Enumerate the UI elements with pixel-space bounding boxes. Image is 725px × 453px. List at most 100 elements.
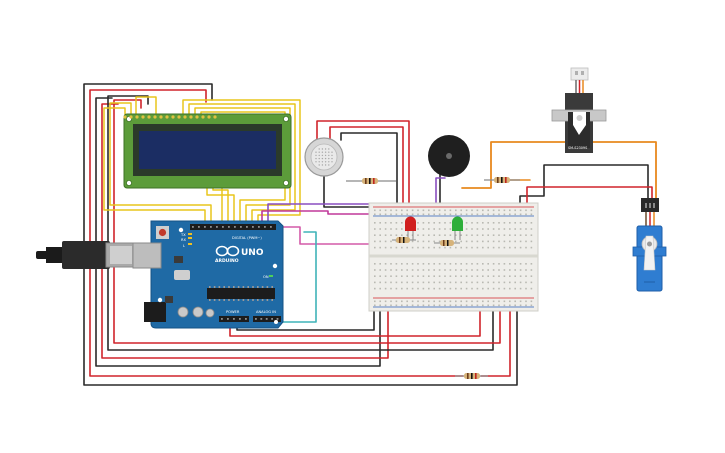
breadboard-hole: [525, 287, 527, 290]
breadboard-hole: [379, 213, 381, 216]
breadboard-hole: [374, 246, 376, 249]
breadboard-hole: [514, 281, 516, 284]
breadboard-hole: [390, 209, 392, 212]
breadboard-hole: [379, 287, 381, 290]
usb-plug-icon: [62, 241, 110, 269]
breadboard-hole: [492, 281, 495, 284]
breadboard-hole: [406, 263, 408, 265]
breadboard-hole: [422, 213, 425, 216]
lcd-16x2[interactable]: [123, 113, 292, 189]
chip-pins: [209, 286, 273, 301]
regulator: [165, 296, 173, 303]
breadboard-hole: [438, 222, 441, 224]
breadboard-hole: [411, 275, 414, 277]
breadboard-hole: [390, 222, 392, 224]
breadboard-hole: [498, 228, 500, 230]
breadboard-hole: [411, 269, 414, 271]
chip-pin: [209, 286, 211, 288]
breadboard-hole: [460, 213, 462, 216]
breadboard-hole: [428, 287, 430, 290]
breadboard-hole: [503, 304, 506, 307]
breadboard-hole: [406, 269, 408, 271]
breadboard-hole: [406, 275, 408, 277]
mesh-dot: [318, 161, 320, 163]
breadboard-hole: [487, 234, 489, 236]
mesh-dot: [321, 154, 324, 157]
mesh-dot: [324, 148, 327, 150]
wire-red-bottom: [229, 302, 481, 337]
breadboard-hole: [406, 213, 408, 216]
breadboard-hole: [530, 304, 533, 307]
breadboard-hole: [487, 213, 489, 216]
wire-magenta: [261, 210, 417, 227]
breadboard-hole: [514, 240, 516, 243]
breadboard-hole: [444, 246, 446, 249]
breadboard-hole: [411, 240, 414, 243]
breadboard-hole: [487, 304, 489, 307]
arduino-board: [150, 220, 284, 329]
arduino-uno[interactable]: ARDUINO UNO DIGITAL (PWM~) TX RX L ON PO…: [36, 220, 284, 329]
breadboard-hole: [476, 269, 479, 271]
breadboard-hole: [428, 228, 430, 230]
breadboard-hole: [465, 281, 468, 284]
breadboard-hole: [406, 209, 408, 212]
breadboard-hole: [433, 213, 435, 216]
mesh-dot: [318, 154, 320, 157]
breadboard-hole: [476, 275, 479, 277]
breadboard-hole: [438, 269, 441, 271]
breadboard-hole: [482, 269, 484, 271]
breadboard-hole: [492, 287, 495, 290]
breadboard-hole: [433, 222, 435, 224]
breadboard-hole: [460, 246, 462, 249]
header-pin: [221, 318, 223, 320]
header-pin: [245, 318, 247, 320]
breadboard-hole: [530, 300, 533, 303]
breadboard-hole: [525, 213, 527, 216]
wire-pink: [274, 226, 383, 245]
mesh-dot: [324, 157, 327, 160]
breadboard-hole: [417, 246, 419, 249]
breadboard-hole: [433, 269, 435, 271]
breadboard-hole: [379, 222, 381, 224]
breadboard-hole: [476, 246, 479, 249]
breadboard-hole: [460, 263, 462, 265]
breadboard-hole: [482, 246, 484, 249]
wire-gas-black: [340, 132, 398, 215]
breadboard-hole: [487, 246, 489, 249]
breadboard-hole: [482, 287, 484, 290]
breadboard-hole: [471, 269, 473, 271]
breadboard-hole: [492, 263, 495, 265]
micro-servo-right[interactable]: [632, 198, 667, 292]
breadboard-hole: [438, 275, 441, 277]
header-pin: [255, 318, 257, 320]
lcd-pin: [207, 115, 211, 119]
breadboard-hole: [401, 228, 403, 230]
breadboard-hole: [374, 287, 376, 290]
capacitor-1: [177, 306, 189, 318]
lcd-pin: [189, 115, 193, 119]
breadboard-hole: [530, 281, 533, 284]
breadboard-hole: [503, 275, 506, 277]
reset-button[interactable]: [158, 228, 167, 237]
breadboard-hole: [395, 209, 398, 212]
breadboard-hole: [498, 246, 500, 249]
piezo-buzzer[interactable]: [428, 135, 470, 177]
green-led[interactable]: [452, 216, 463, 241]
breadboard-hole: [449, 234, 452, 236]
micro-servo-top[interactable]: SM-S2309S: [551, 67, 607, 153]
breadboard-hole: [422, 304, 425, 307]
chip-pin: [261, 299, 264, 301]
breadboard-hole: [519, 246, 522, 249]
breadboard-hole: [498, 263, 500, 265]
breadboard-hole: [460, 209, 462, 212]
breadboard-hole: [438, 240, 441, 243]
breadboard-hole: [487, 222, 489, 224]
breadboard-hole: [492, 234, 495, 236]
gas-sensor[interactable]: [304, 137, 344, 177]
lcd-pin: [183, 115, 187, 119]
mesh-dot: [328, 164, 330, 166]
breadboard-hole: [519, 281, 522, 284]
breadboard-hole: [455, 304, 457, 307]
breadboard-hole: [519, 275, 522, 277]
breadboard-hole: [374, 234, 376, 236]
